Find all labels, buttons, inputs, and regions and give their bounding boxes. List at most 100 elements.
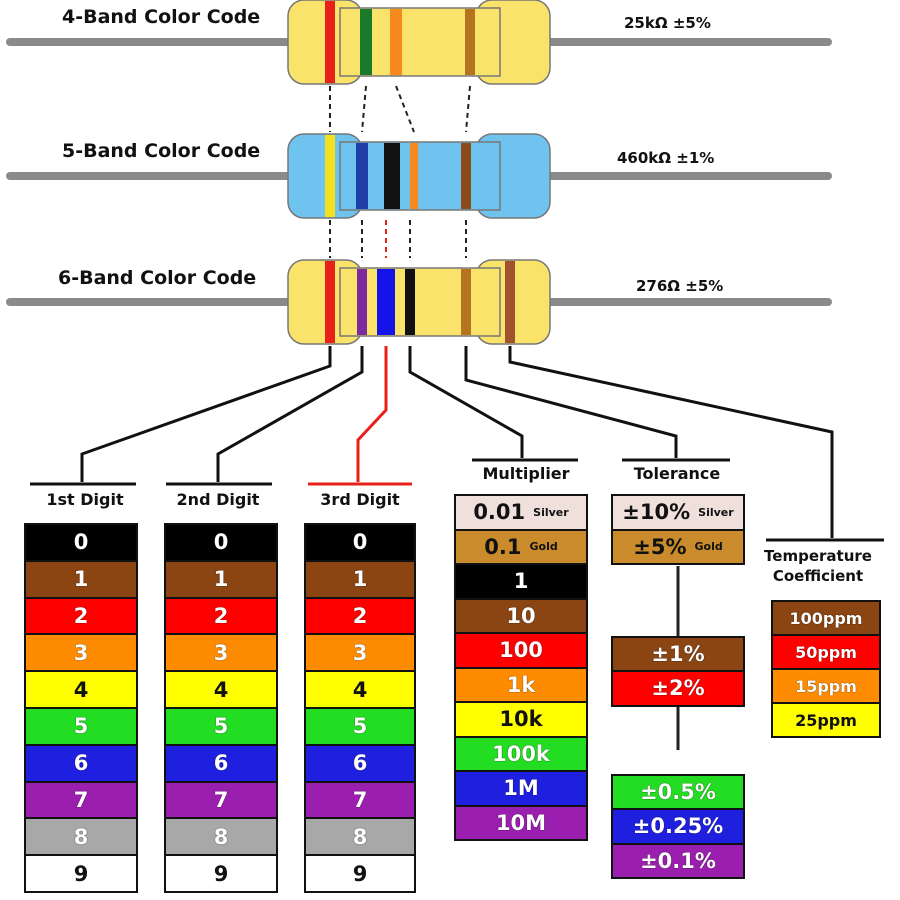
leader-1st-digit (80, 346, 332, 482)
leader-temperature-coefficient (508, 346, 834, 538)
1st-digit-cell: 2 (26, 596, 136, 634)
multiplier-value: 100k (492, 741, 550, 766)
multiplier-cell: 100 (454, 632, 588, 669)
tolerance-cell: ±1% (611, 635, 745, 672)
value-4-band: 25kΩ ±5% (624, 14, 711, 32)
3rd-digit-cell: 0 (306, 523, 414, 560)
3rd-digit-cell: 9 (306, 854, 414, 891)
2nd-digit-cell: 9 (166, 854, 276, 891)
multiplier-cell: 1 (454, 563, 588, 600)
3rd-digit-cell: 3 (306, 633, 414, 671)
header-temperature-coefficient: Temperature Coefficient (764, 547, 872, 585)
tolerance-cell: ±2% (611, 670, 745, 707)
tolerance-value: ±10% (622, 500, 691, 525)
header-3rd-digit: 3rd Digit (320, 490, 400, 509)
title-5-band: 5-Band Color Code (62, 140, 261, 162)
3rd-digit-cell: 7 (306, 780, 414, 818)
resistor-6-band (287, 259, 551, 345)
value-5-band: 460kΩ ±1% (617, 149, 715, 167)
header-multiplier: Multiplier (482, 464, 570, 483)
multiplier-cell: 10 (454, 597, 588, 634)
tolerance-value: ±0.5% (640, 779, 716, 804)
band-6-6-band (505, 261, 515, 343)
2nd-digit-cell: 7 (166, 780, 276, 818)
resistor-waist-fill (341, 269, 499, 335)
band-1-5-band (325, 135, 335, 217)
dash-band4-a (465, 85, 471, 133)
1st-digit-cell: 5 (26, 706, 136, 744)
1st-digit-cell: 9 (26, 854, 136, 891)
band-3-6-band (377, 269, 395, 335)
1st-digit-cell: 7 (26, 780, 136, 818)
title-4-band: 4-Band Color Code (62, 6, 261, 28)
band-4-5-band (410, 143, 418, 209)
tolerance-value: ±2% (651, 676, 705, 701)
tolerance-value: ±5% (633, 534, 687, 559)
1st-digit-cell: 1 (26, 559, 136, 597)
multiplier-value: 0.1 (484, 534, 522, 559)
band-2-6-band (357, 269, 367, 335)
multiplier-value: 10M (495, 810, 547, 835)
multiplier-value: 1 (513, 569, 529, 594)
multiplier-value: 10 (506, 603, 536, 628)
band-5-6-band (461, 269, 471, 335)
band-1-4-band (325, 1, 335, 83)
band-3-5-band (384, 143, 400, 209)
3rd-digit-cell: 6 (306, 743, 414, 781)
2nd-digit-cell: 1 (166, 559, 276, 597)
2nd-digit-cell: 0 (166, 523, 276, 560)
leader-3rd-digit (356, 346, 388, 482)
tolerance-value: ±1% (651, 641, 705, 666)
3rd-digit-cell: 5 (306, 706, 414, 744)
tolerance-cell: ±5%Gold (611, 528, 745, 565)
multiplier-note: Gold (529, 540, 558, 554)
3rd-digit-cell: 2 (306, 596, 414, 634)
tolerance-cell: ±0.5% (611, 773, 745, 810)
2nd-digit-cell: 8 (166, 817, 276, 855)
leader-tolerance (464, 346, 678, 458)
band-3-4-band (390, 9, 402, 75)
value-6-band: 276Ω ±5% (636, 277, 724, 295)
leader-2nd-digit (216, 346, 364, 482)
1st-digit-cell: 0 (26, 523, 136, 560)
tolerance-value: ±0.1% (640, 848, 716, 873)
header-1st-digit: 1st Digit (46, 490, 124, 509)
multiplier-cell: 0.01 Silver (454, 494, 588, 531)
1st-digit-cell: 8 (26, 817, 136, 855)
multiplier-cell: 1M (454, 770, 588, 807)
2nd-digit-cell: 4 (166, 670, 276, 707)
multiplier-note: Silver (533, 505, 569, 519)
multiplier-cell: 100k (454, 735, 588, 772)
1st-digit-cell: 6 (26, 743, 136, 781)
multiplier-cell: 10M (454, 804, 588, 841)
tolerance-note: Silver (698, 505, 734, 519)
dash-band3-a (395, 85, 415, 133)
dash-band2-a (361, 85, 367, 133)
title-6-band: 6-Band Color Code (58, 267, 257, 289)
band-5-5-band (461, 143, 471, 209)
band-connector-lines (30, 85, 884, 750)
multiplier-value: 0.01 (473, 500, 526, 525)
tempco-cell: 25ppm (771, 702, 881, 738)
multiplier-cell: 10k (454, 701, 588, 738)
tempco-cell: 50ppm (771, 634, 881, 670)
multiplier-cell: 1k (454, 666, 588, 703)
3rd-digit-cell: 1 (306, 559, 414, 597)
tolerance-cell: ±10% Silver (611, 494, 745, 531)
band-4-6-band (405, 269, 415, 335)
multiplier-value: 1M (503, 776, 539, 801)
tolerance-cell: ±0.25% (611, 808, 745, 845)
resistor-4-band (287, 0, 551, 85)
header-tolerance: Tolerance (633, 464, 721, 483)
band-4-4-band (465, 9, 475, 75)
resistor-bodies (287, 0, 551, 345)
leader-multiplier (408, 346, 524, 458)
multiplier-value: 10k (499, 707, 543, 732)
band-2-4-band (360, 9, 372, 75)
multiplier-value: 1k (506, 672, 536, 697)
3rd-digit-cell: 8 (306, 817, 414, 855)
